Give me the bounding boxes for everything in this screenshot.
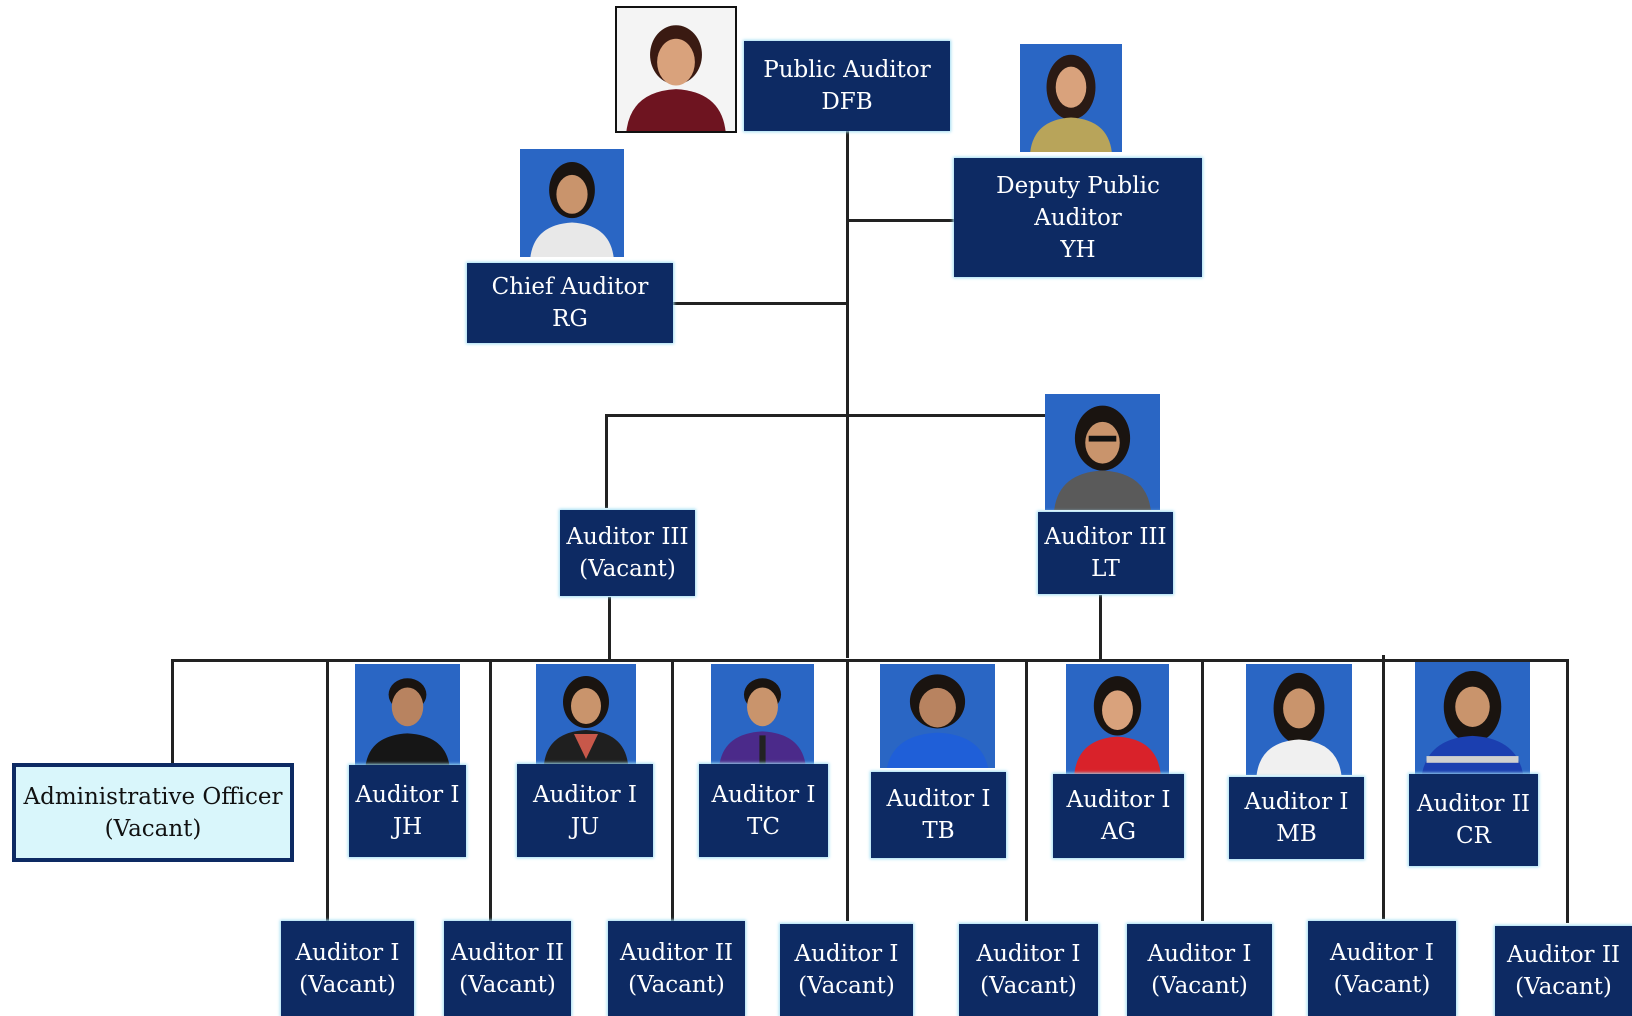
connector-line	[672, 302, 848, 305]
position-title: Auditor I	[711, 781, 816, 808]
deputy-public-auditor-box: Deputy Public Auditor YH	[954, 158, 1202, 277]
position-title: Auditor I	[295, 939, 400, 966]
position-status: (Vacant)	[1333, 971, 1431, 998]
connector-line	[489, 659, 492, 921]
position-title: Auditor II	[619, 939, 734, 966]
position-title: Auditor III	[566, 524, 689, 550]
connector-line	[1201, 659, 1204, 921]
position-initials: MB	[1276, 821, 1317, 847]
connector-line	[605, 414, 1046, 417]
position-initials: RG	[552, 306, 588, 332]
person-photo-icon	[1020, 44, 1122, 152]
connector-line	[1382, 655, 1385, 919]
person-photo-icon	[1045, 394, 1160, 510]
connector-line	[1566, 659, 1569, 923]
chief-auditor-box: Chief Auditor RG	[467, 263, 673, 343]
position-initials: CR	[1456, 823, 1491, 849]
person-photo-icon	[711, 664, 814, 766]
auditor-iii-vacant-box: Auditor III (Vacant)	[560, 510, 695, 596]
auditor-i-ag-box: Auditor I AG	[1053, 774, 1184, 858]
connector-line	[171, 659, 1569, 662]
person-photo-icon	[355, 664, 460, 766]
position-status: (Vacant)	[798, 973, 895, 999]
connector-line	[605, 414, 608, 508]
position-status: (Vacant)	[299, 971, 396, 998]
auditor-i-mb-box: Auditor I MB	[1229, 777, 1364, 859]
position-initials: JH	[392, 814, 423, 840]
position-status: (Vacant)	[1515, 974, 1612, 1000]
connector-line	[848, 219, 954, 222]
connector-line	[671, 659, 674, 921]
person-photo-icon	[1066, 664, 1169, 774]
auditor-i-tb-box: Auditor I TB	[871, 772, 1006, 858]
position-status: (Vacant)	[628, 971, 725, 998]
position-initials: AG	[1101, 819, 1136, 845]
connector-line	[846, 659, 849, 921]
position-title: Auditor I	[1244, 789, 1349, 815]
auditor-i-vacant-box: Auditor I (Vacant)	[1308, 921, 1456, 1016]
position-initials: YH	[1060, 236, 1096, 263]
position-status: (Vacant)	[104, 815, 202, 842]
position-title: Public Auditor	[763, 57, 931, 83]
position-title: Auditor I	[533, 781, 637, 808]
position-initials: TC	[747, 813, 780, 840]
position-title: Auditor I	[794, 941, 899, 967]
connector-line	[326, 659, 329, 921]
person-photo-icon	[520, 149, 624, 257]
position-initials: DFB	[821, 89, 873, 115]
position-title: Auditor	[1034, 204, 1122, 231]
position-initials: JU	[570, 813, 600, 840]
position-title: Auditor II	[1416, 791, 1531, 817]
position-status: (Vacant)	[459, 971, 556, 998]
auditor-i-vacant-box: Auditor I (Vacant)	[1127, 924, 1272, 1016]
position-title: Auditor I	[886, 786, 991, 812]
position-title: Auditor I	[1330, 939, 1434, 966]
position-title: Auditor I	[1066, 787, 1171, 813]
person-photo-icon	[880, 664, 995, 768]
auditor-i-tc-box: Auditor I TC	[699, 764, 828, 857]
position-title: Auditor I	[976, 941, 1081, 967]
position-title: Auditor II	[1506, 942, 1621, 968]
position-title: Administrative Officer	[23, 783, 283, 810]
connector-line	[1025, 659, 1028, 921]
person-photo-icon	[536, 664, 636, 764]
auditor-i-vacant-box: Auditor I (Vacant)	[780, 924, 913, 1016]
person-photo-icon	[1415, 662, 1530, 774]
auditor-i-vacant-box: Auditor I (Vacant)	[959, 924, 1098, 1016]
auditor-iii-lt-box: Auditor III LT	[1038, 512, 1173, 594]
public-auditor-box: Public Auditor DFB	[744, 41, 950, 131]
position-title: Auditor III	[1044, 524, 1167, 550]
auditor-i-vacant-box: Auditor I (Vacant)	[281, 921, 414, 1016]
position-title: Auditor I	[355, 782, 460, 808]
auditor-i-jh-box: Auditor I JH	[349, 765, 466, 857]
administrative-officer-box: Administrative Officer (Vacant)	[12, 763, 294, 862]
auditor-ii-cr-box: Auditor II CR	[1409, 774, 1538, 866]
position-title: Chief Auditor	[491, 274, 649, 300]
connector-line	[171, 659, 174, 763]
position-title: Auditor I	[1147, 941, 1252, 967]
auditor-ii-vacant-box: Auditor II (Vacant)	[444, 921, 571, 1016]
position-status: (Vacant)	[980, 973, 1077, 999]
auditor-ii-vacant-box: Auditor II (Vacant)	[608, 921, 745, 1016]
position-title: Deputy Public	[996, 172, 1160, 199]
position-status: (Vacant)	[579, 556, 676, 582]
connector-line	[846, 130, 849, 658]
position-title: Auditor II	[450, 939, 565, 966]
position-initials: TB	[922, 818, 955, 844]
position-initials: LT	[1091, 556, 1120, 582]
auditor-i-ju-box: Auditor I JU	[517, 764, 653, 857]
auditor-ii-vacant-box: Auditor II (Vacant)	[1495, 926, 1632, 1016]
person-photo-icon	[1246, 664, 1352, 775]
position-status: (Vacant)	[1151, 973, 1248, 999]
connector-line	[1099, 595, 1102, 660]
connector-line	[608, 597, 611, 660]
person-photo-icon	[615, 6, 737, 133]
